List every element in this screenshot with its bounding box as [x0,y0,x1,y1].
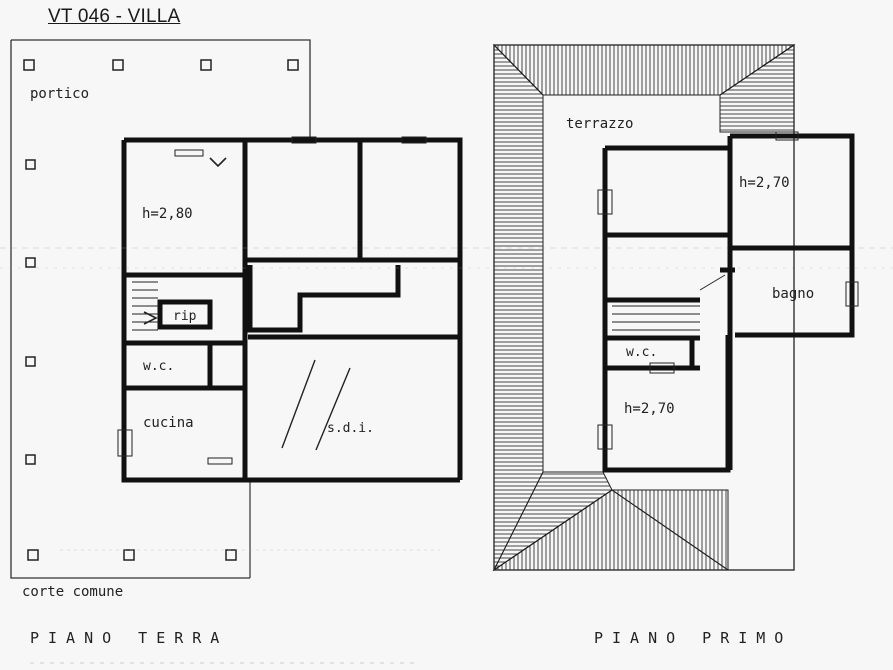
terrace-label: terrazzo [566,116,633,132]
sdi-label: s.d.i. [327,421,374,436]
first-wc-label: w.c. [626,345,657,360]
ground-room-height-label: h=2,80 [142,206,193,222]
first-room-height-label-2: h=2,70 [624,401,675,417]
first-room-height-label-1: h=2,70 [739,175,790,191]
ground-wc-label: w.c. [143,359,174,374]
storage-label: rip [173,309,197,324]
first-floor-walls [602,133,855,473]
ground-floor-title: PIANO TERRA [30,629,228,647]
ground-floor-plan [0,39,893,579]
bathroom-label: bagno [772,286,814,302]
ground-floor-walls [121,137,463,483]
kitchen-label: cucina [143,415,194,431]
first-floor-title: PIANO PRIMO [594,629,792,647]
portico-label: portico [30,86,89,102]
courtyard-label: corte comune [22,584,123,600]
first-floor-plan [492,43,859,572]
ground-floor-stairs [132,281,158,331]
portico-pillars [23,59,299,561]
listing-title: VT 046 - VILLA [48,6,181,27]
